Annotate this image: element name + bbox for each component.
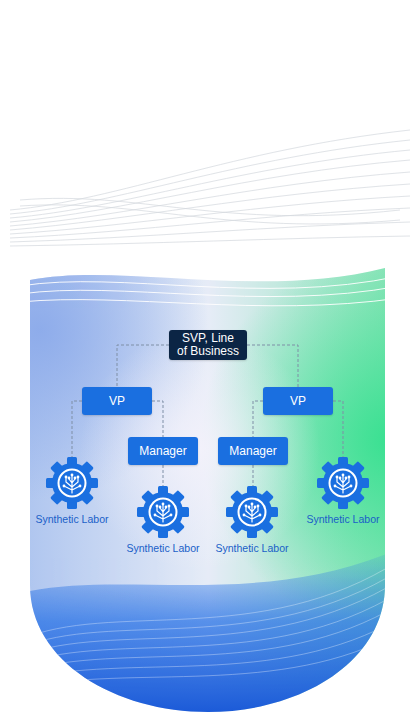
dashed-connector (72, 401, 82, 457)
synthetic-labor-node: Synthetic Labor (298, 457, 388, 525)
node-label: Synthetic Labor (207, 542, 297, 554)
dashed-connector (117, 345, 169, 387)
dashed-connector (247, 345, 298, 387)
box-label: Manager (229, 445, 276, 458)
dashed-connector (152, 401, 163, 437)
gear-icon (46, 457, 98, 509)
dashed-connector (333, 401, 343, 457)
gear-icon (226, 486, 278, 538)
box-label: Manager (139, 445, 186, 458)
top-wave-lines (10, 130, 410, 246)
node-label: Synthetic Labor (118, 542, 208, 554)
gear-icon (137, 486, 189, 538)
dashed-connector (253, 465, 254, 486)
box-label: SVP, Line of Business (176, 332, 240, 358)
synthetic-labor-node: Synthetic Labor (118, 486, 208, 554)
role-box: Manager (128, 437, 198, 465)
dashed-connector (253, 401, 263, 437)
executive-box: SVP, Line of Business (169, 330, 247, 360)
gear-icon (317, 457, 369, 509)
dashed-connector (163, 465, 164, 486)
role-box: VP (82, 387, 152, 415)
synthetic-labor-node: Synthetic Labor (27, 457, 117, 525)
node-label: Synthetic Labor (27, 513, 117, 525)
synthetic-labor-node: Synthetic Labor (207, 486, 297, 554)
box-label: VP (109, 395, 125, 408)
shield-shape (0, 250, 417, 720)
box-label: VP (290, 395, 306, 408)
role-box: Manager (218, 437, 288, 465)
node-label: Synthetic Labor (298, 513, 388, 525)
role-box: VP (263, 387, 333, 415)
